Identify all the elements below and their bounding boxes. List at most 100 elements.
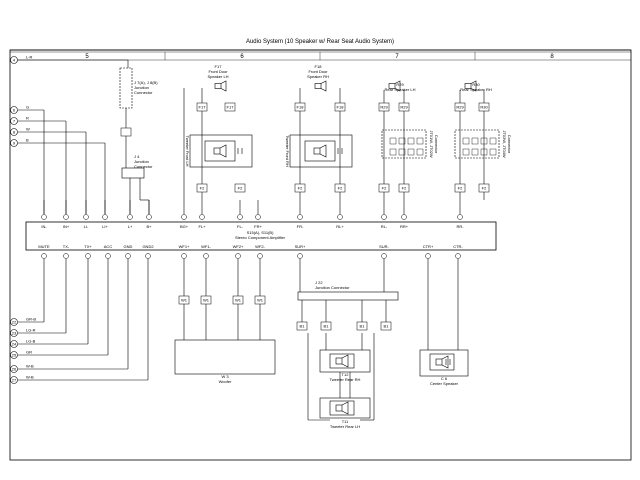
connector-number: 4 xyxy=(13,58,16,63)
pin-label: LI- xyxy=(84,224,89,229)
connector-wire-label: W-B xyxy=(26,375,34,380)
connector-wire-label: L-R xyxy=(26,55,33,60)
pin-marker xyxy=(257,253,263,259)
connector-circle xyxy=(10,329,18,337)
connector-circle xyxy=(10,106,18,114)
svg-text:F2: F2 xyxy=(482,186,487,191)
connector-pin-box: F2 xyxy=(196,183,208,193)
svg-text:W1: W1 xyxy=(203,298,210,303)
rear-lh-connector-box xyxy=(381,129,427,159)
amp-bottom-pin-sur: SUR- xyxy=(379,244,390,259)
svg-text:F2: F2 xyxy=(238,186,243,191)
column-6: 6 xyxy=(240,54,244,60)
svg-text:F2: F2 xyxy=(458,186,463,191)
speaker-name: Center Speaker xyxy=(430,381,459,386)
connector-circle xyxy=(10,117,18,125)
pin-marker xyxy=(102,214,108,220)
side-label: Connector xyxy=(434,135,439,154)
connector-circle xyxy=(10,139,18,147)
pin-marker xyxy=(105,253,111,259)
svg-text:B1: B1 xyxy=(384,324,390,329)
amplifier-box xyxy=(25,221,497,251)
left-connector-8: 8W xyxy=(10,127,30,136)
amp-top-pin-bg: BG+ xyxy=(180,200,189,229)
pin-marker xyxy=(455,253,461,259)
svg-text:W1: W1 xyxy=(257,298,264,303)
center-speaker-box xyxy=(419,349,469,377)
speaker-icon xyxy=(464,80,477,92)
amp-bottom-pin-tx: TX+ xyxy=(84,244,92,259)
side-label: JT03W, JT04W xyxy=(502,130,507,158)
connector-circle xyxy=(10,56,18,64)
amp-bottom-pin-ctr: CTR- xyxy=(453,244,463,259)
connector-pin-box: F18 xyxy=(334,102,346,112)
connector-number: 8 xyxy=(13,130,16,135)
column-5: 5 xyxy=(85,54,89,60)
connector-pin-box: F2 xyxy=(478,183,490,193)
connector-number: 6 xyxy=(13,108,16,113)
connector-wire-label: GR xyxy=(26,350,32,355)
speaker-name: Speaker RH xyxy=(307,74,329,79)
amp-top-pin-in: IN+ xyxy=(63,200,70,229)
pin-label: GND xyxy=(124,244,133,249)
speaker-box-icon xyxy=(304,140,336,162)
connector-wire-label: G xyxy=(26,105,29,110)
connector-pin-box: B1 xyxy=(356,321,368,331)
speaker-name: Front Door xyxy=(208,69,228,74)
pin-label: B+ xyxy=(146,224,152,229)
pin-label: LI+ xyxy=(102,224,108,229)
svg-text:R29: R29 xyxy=(456,105,464,110)
left-connectors: 4L-R6G7R8W9B22GR-B23LG-R24LG-B25GR26W-B2… xyxy=(10,55,36,384)
pin-marker xyxy=(297,214,303,220)
pin-label: RL+ xyxy=(336,224,344,229)
left-connector-4: 4 L-R xyxy=(10,55,33,64)
amp-top-pin-fr: FR+ xyxy=(254,200,262,229)
capacitor-icon xyxy=(237,148,243,154)
pin-label: WF1- xyxy=(201,244,211,249)
rear-connector-pins xyxy=(462,137,497,156)
svg-text:F2: F2 xyxy=(200,186,205,191)
svg-text:F2: F2 xyxy=(298,186,303,191)
svg-text:F18: F18 xyxy=(337,105,345,110)
speaker-icon xyxy=(214,80,227,92)
connector-circle xyxy=(10,128,18,136)
connector-pin-box: F2 xyxy=(398,183,410,193)
svg-text:F2: F2 xyxy=(402,186,407,191)
pin-label: L+ xyxy=(128,224,133,229)
connector-pin-box: R30 xyxy=(478,102,490,112)
junction-j4-text: J 4 Junction Connector xyxy=(134,154,152,169)
svg-text:W1: W1 xyxy=(181,298,188,303)
diagram-frame xyxy=(9,49,632,461)
speaker-name: Woofer xyxy=(219,379,232,384)
svg-text:R29: R29 xyxy=(380,105,388,110)
left-connector-27: 27W-B xyxy=(10,375,34,384)
speaker-symbols xyxy=(204,80,497,416)
pin-label: WF2+ xyxy=(233,244,244,249)
pin-label: WF2- xyxy=(255,244,265,249)
connector-number: 24 xyxy=(12,342,17,347)
amp-bottom-pin-tx: TX- xyxy=(63,244,70,259)
connector-circle xyxy=(10,376,18,384)
speaker-icon xyxy=(388,80,401,92)
diagram-title: Audio System (10 Speaker w/ Rear Seat Au… xyxy=(246,39,394,45)
amplifier-top-pins: IN-IN+LI-LI+L+B+BG+FL+FL-FR+FR-RL+RL-RR+… xyxy=(41,200,464,229)
pin-label: CTR+ xyxy=(423,244,434,249)
speaker-name: Front Door xyxy=(308,69,328,74)
amp-top-pin-in: IN- xyxy=(41,200,47,229)
amp-bottom-pin-ctr: CTR+ xyxy=(423,244,434,259)
pin-marker xyxy=(199,214,205,220)
pin-marker xyxy=(381,214,387,220)
connector-number: 9 xyxy=(13,141,16,146)
left-connector-7: 7R xyxy=(10,116,29,125)
pin-label: TX+ xyxy=(84,244,92,249)
speaker-box-icon xyxy=(329,400,355,416)
junction-j4-box xyxy=(121,167,145,179)
junction-j7-text: J 7(A), J 8(B) Junction Connector xyxy=(134,80,158,95)
